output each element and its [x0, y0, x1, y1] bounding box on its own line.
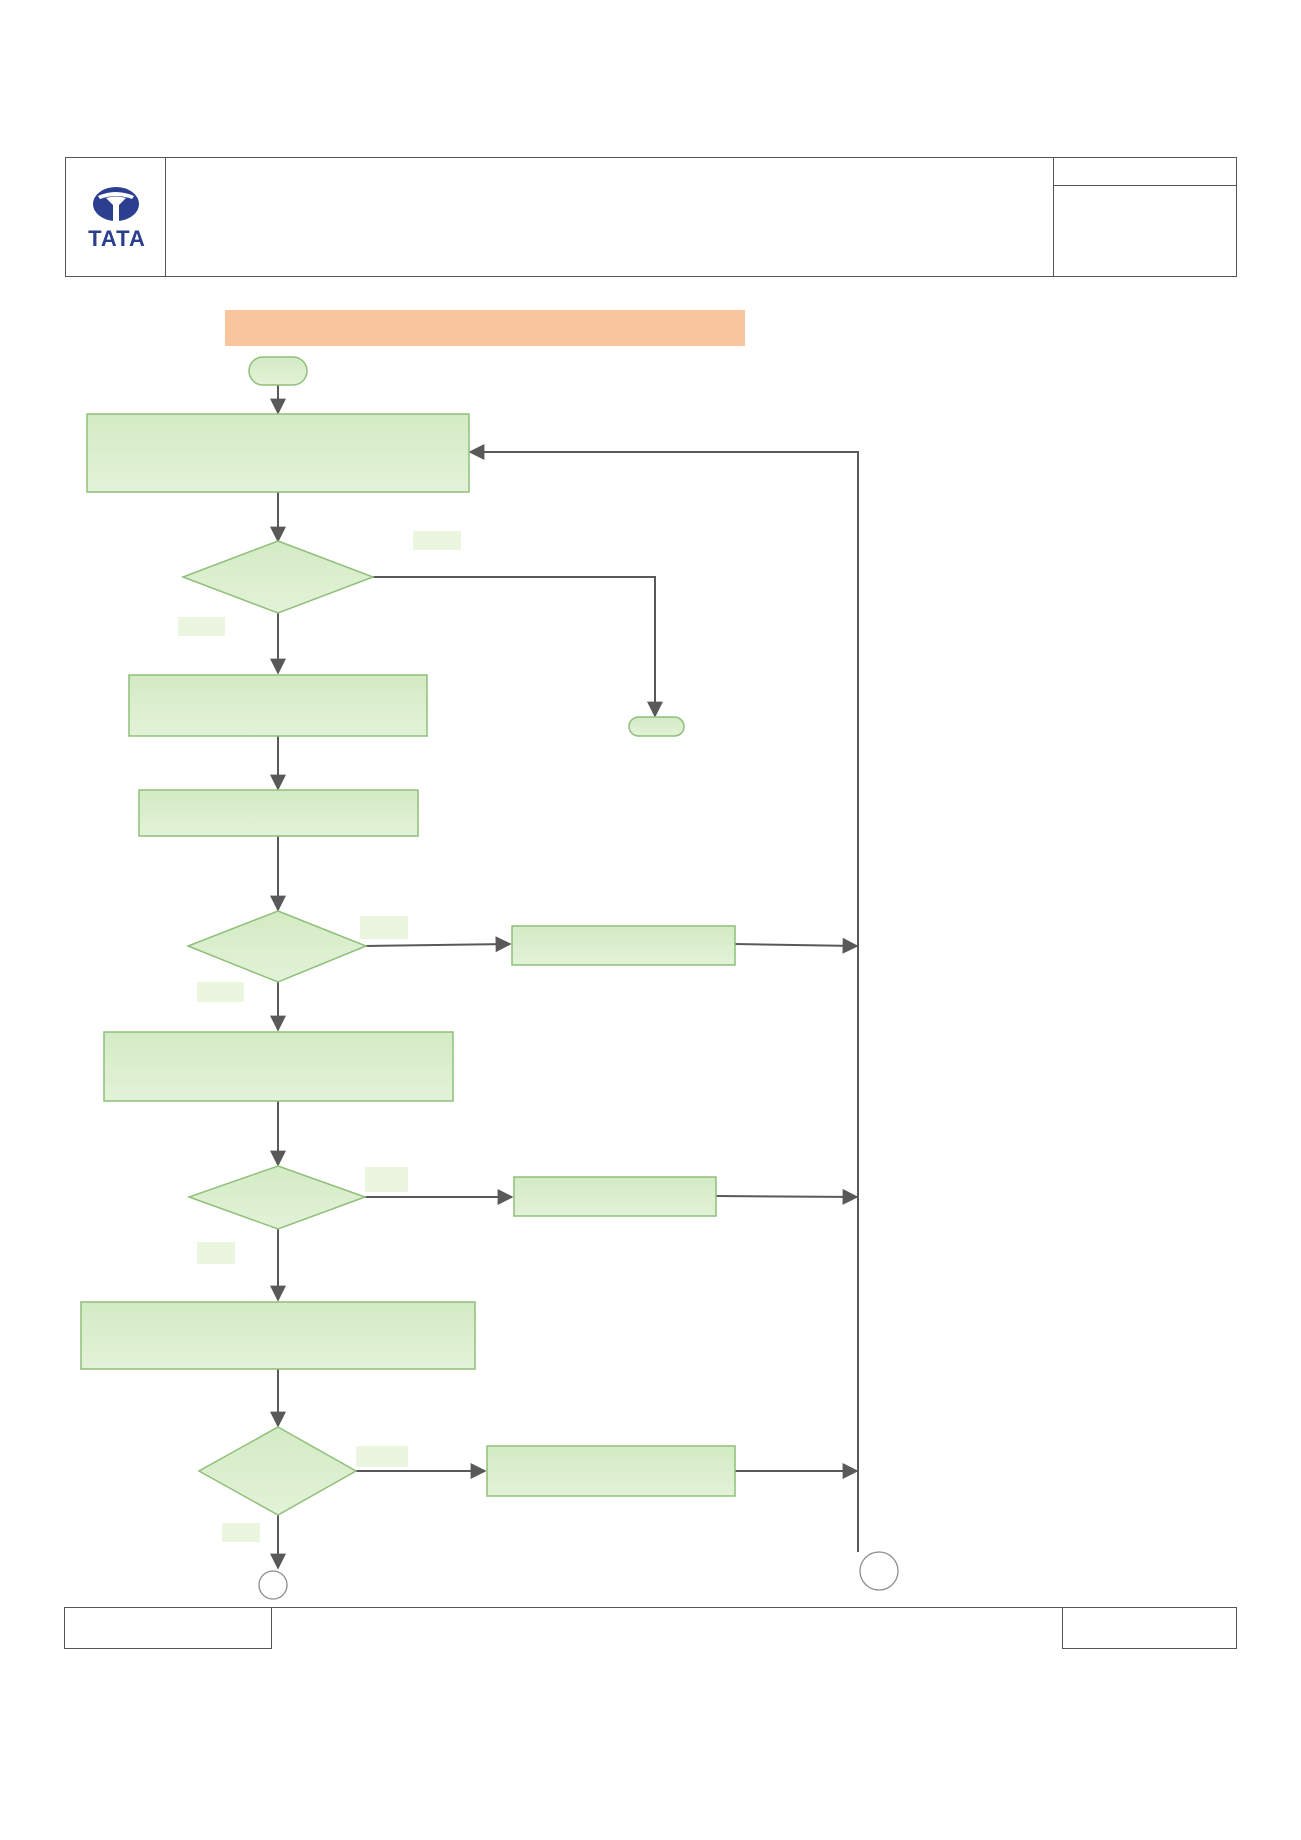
logo-wordmark: TATA	[88, 226, 146, 251]
decision-2-branch-label-box	[360, 916, 408, 939]
arrow-return-loop	[468, 444, 859, 1552]
decision-1-no-label-box	[413, 531, 461, 550]
process-3-box	[138, 789, 419, 837]
start-terminator	[248, 356, 308, 386]
process-1-box	[86, 413, 470, 493]
decision-4-down-label-box	[222, 1523, 260, 1542]
process-5-box	[80, 1301, 476, 1370]
connector-bottom	[258, 1570, 288, 1600]
connector-return	[859, 1551, 899, 1591]
process-2-box	[128, 674, 428, 737]
arrow-decision-2-to-side-1	[365, 936, 512, 953]
decision-1-diamond	[180, 540, 376, 614]
arrow-side-2-to-return	[715, 1188, 859, 1205]
side-process-3-box	[486, 1445, 736, 1497]
tata-logo-icon	[93, 187, 139, 221]
decision-4-diamond	[197, 1426, 358, 1516]
arrow-decision-1-to-end	[373, 576, 663, 718]
decision-2-down-label-box	[197, 982, 244, 1002]
doc-number-cell	[1054, 158, 1236, 186]
process-4-box	[103, 1031, 454, 1102]
header-title-cell	[166, 158, 1054, 276]
side-process-1-box	[511, 925, 736, 966]
decision-2-diamond	[185, 910, 369, 983]
logo-cell: TATA	[66, 158, 166, 276]
decision-4-branch-label-box	[356, 1446, 408, 1467]
arrow-side-1-to-return	[734, 937, 859, 954]
decision-1-yes-label-box	[178, 617, 225, 636]
footer-rule	[272, 1607, 1062, 1608]
footer-right-cell	[1062, 1607, 1237, 1649]
end-terminator	[628, 716, 685, 737]
decision-3-branch-label-box	[365, 1167, 408, 1192]
footer-left-cell	[64, 1607, 272, 1649]
decision-3-down-label-box	[197, 1242, 235, 1264]
decision-3-diamond	[186, 1165, 368, 1230]
side-process-2-box	[513, 1176, 717, 1217]
document-header: TATA	[65, 157, 1237, 277]
section-banner	[225, 310, 745, 346]
